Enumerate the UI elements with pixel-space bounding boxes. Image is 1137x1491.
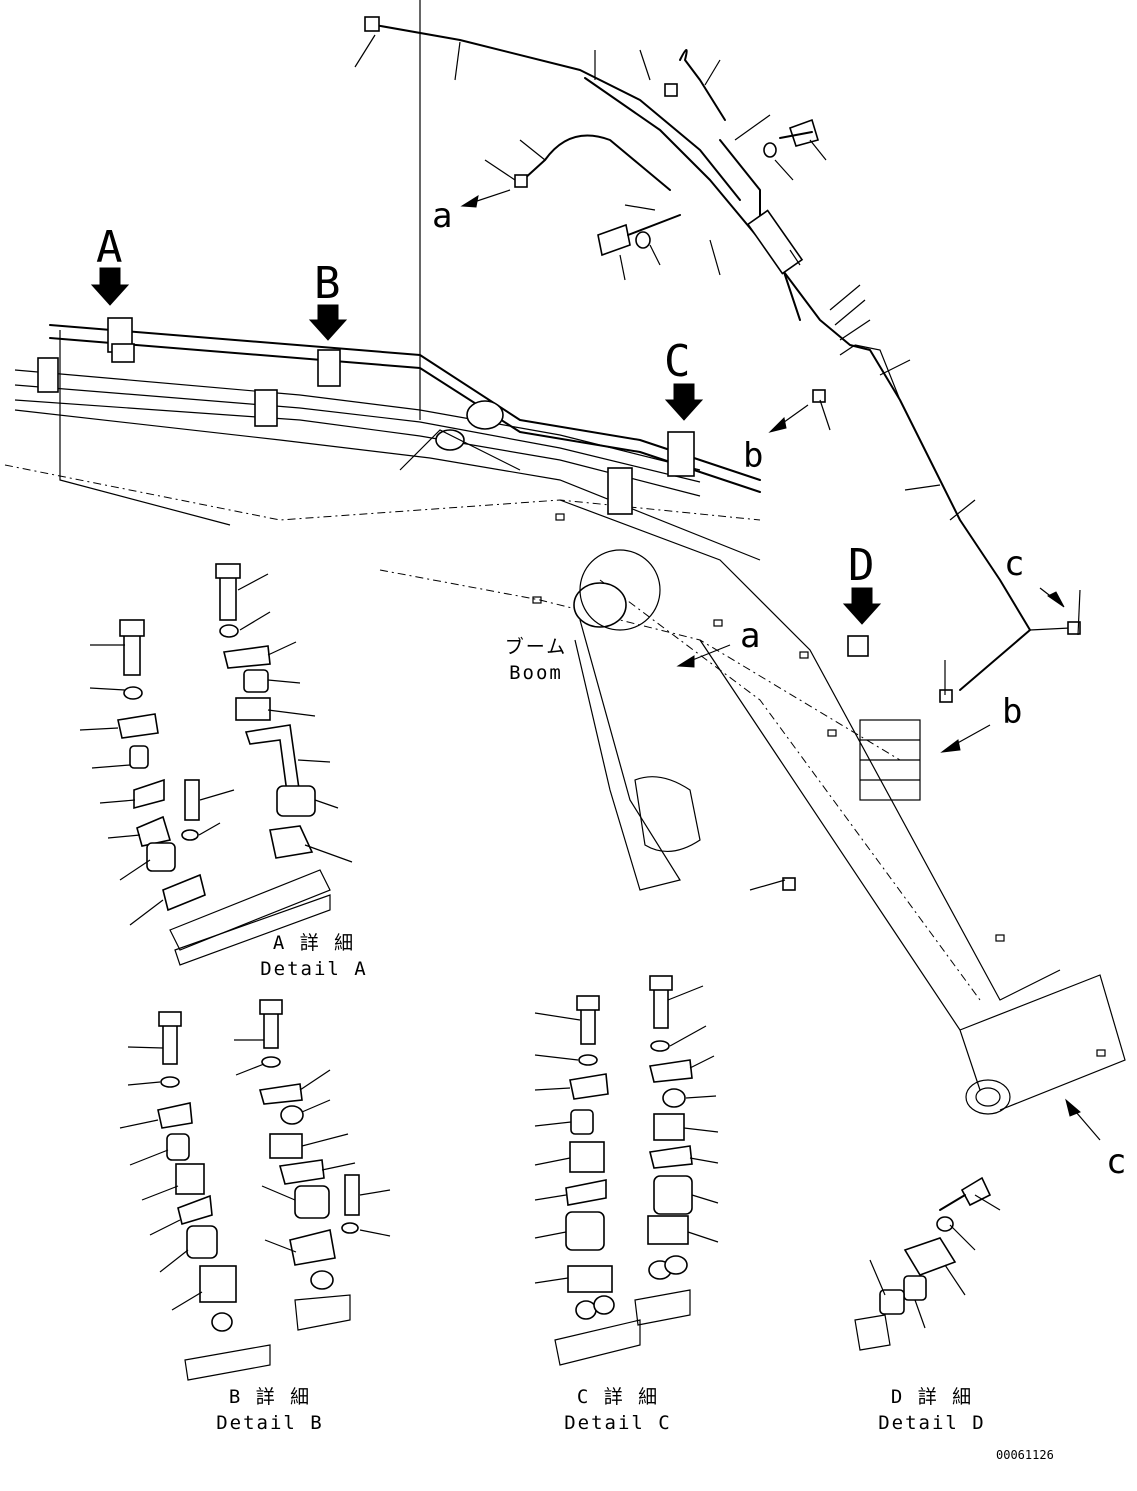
view-label-c: C <box>664 336 691 387</box>
detail-a-caption: A 詳 細 Detail A <box>254 930 374 982</box>
view-label-b: B <box>314 258 341 309</box>
ref-label-a-upper: a <box>432 196 453 236</box>
detail-c-caption-en: Detail C <box>564 1412 672 1434</box>
ref-label-b-lower: b <box>1002 692 1023 732</box>
boom-clamps <box>37 267 882 657</box>
boom-label-jp: ブーム <box>504 636 568 658</box>
detail-c-drawing <box>534 975 719 1366</box>
detail-d-caption: D 詳 細 Detail D <box>872 1384 992 1436</box>
drawing-number: 00061126 <box>996 1448 1054 1462</box>
detail-b-caption-jp: B 詳 細 <box>228 1386 312 1408</box>
detail-d-caption-jp: D 詳 細 <box>890 1386 974 1408</box>
boom-label-en: Boom <box>509 662 563 684</box>
detail-a-drawing <box>79 563 353 966</box>
upper-piping <box>354 16 1101 1141</box>
detail-c-caption-jp: C 詳 細 <box>576 1386 660 1408</box>
detail-b-caption: B 詳 細 Detail B <box>210 1384 330 1436</box>
boom-label: ブーム Boom <box>496 634 576 686</box>
detail-b-drawing <box>119 999 391 1381</box>
boom-piping <box>14 0 761 561</box>
detail-a-caption-jp: A 詳 細 <box>272 932 356 954</box>
ref-label-b-upper: b <box>743 436 764 476</box>
view-label-a: A <box>96 222 123 273</box>
detail-d-drawing <box>854 1176 1001 1351</box>
detail-c-caption: C 詳 細 Detail C <box>558 1384 678 1436</box>
detail-d-caption-en: Detail D <box>878 1412 986 1434</box>
detail-a-caption-en: Detail A <box>260 958 368 980</box>
detail-b-caption-en: Detail B <box>216 1412 324 1434</box>
boom-body <box>4 464 1126 1115</box>
view-label-d: D <box>848 540 875 591</box>
ref-label-c-lower: c <box>1106 1142 1127 1182</box>
ref-label-c-upper: c <box>1004 544 1025 584</box>
ref-label-a-lower: a <box>740 616 761 656</box>
